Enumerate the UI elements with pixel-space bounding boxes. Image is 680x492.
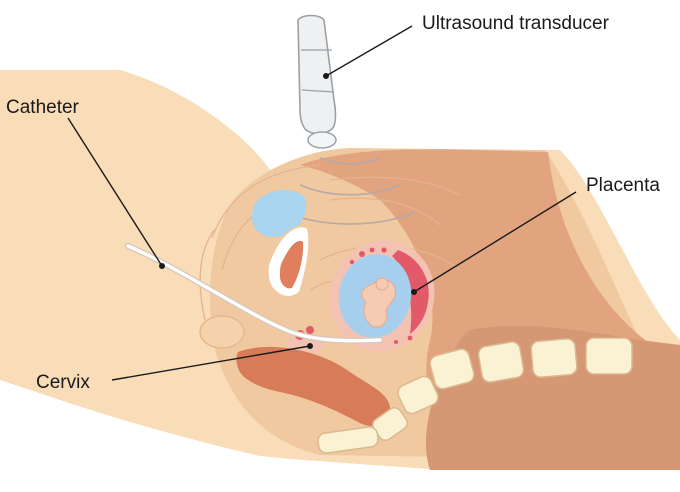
pubic-bone (200, 316, 244, 348)
label-placenta: Placenta (586, 176, 660, 195)
label-ultrasound-transducer: Ultrasound transducer (422, 14, 609, 33)
embryo-head (376, 278, 388, 290)
ultrasound-transducer (298, 16, 336, 149)
label-catheter: Catheter (6, 98, 79, 117)
label-cervix: Cervix (36, 373, 90, 392)
cervix-spot-2 (306, 326, 314, 334)
